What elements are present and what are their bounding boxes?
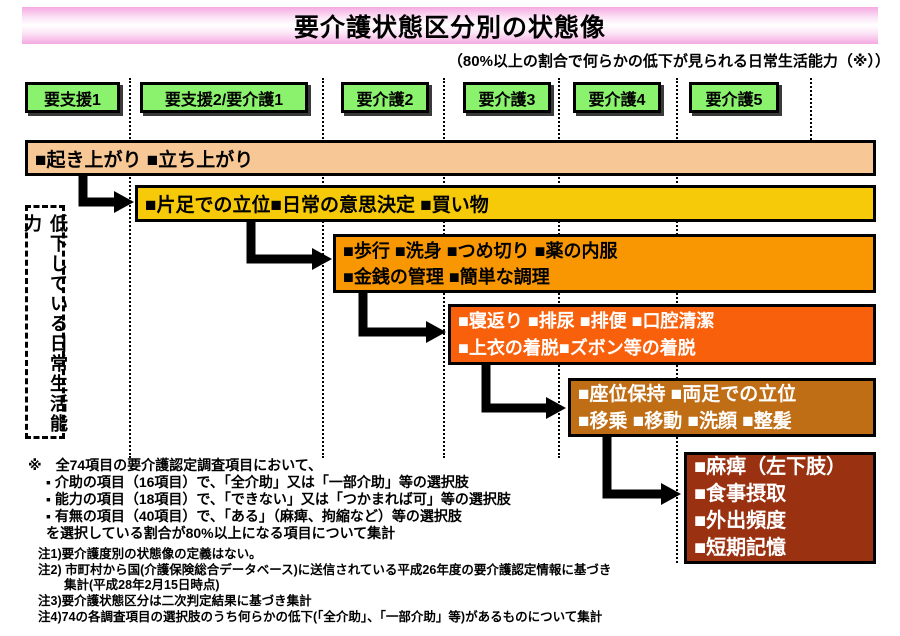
bar-line: ■起き上がり ■立ち上がり	[35, 149, 254, 171]
ability-bar-1: ■起き上がり ■立ち上がり	[25, 140, 876, 176]
bar-line: ■外出頻度	[694, 510, 787, 532]
bar-line: ■短期記憶	[694, 537, 787, 559]
ability-bar-3: ■歩行 ■洗身 ■つめ切り ■薬の内服 ■金銭の管理 ■簡単な調理	[333, 234, 876, 293]
ability-bar-5: ■座位保持 ■両足での立位 ■移乗 ■移動 ■洗顔 ■整髪	[568, 378, 876, 437]
level-label: 要介護3	[478, 91, 536, 109]
column-separator-6	[810, 78, 812, 140]
side-label: 低下している日常生活能力	[22, 214, 68, 434]
note-4: 注4)74の各調査項目の選択肢のうち何らかの低下(「全介助」、「一部介助」等)が…	[38, 610, 603, 624]
note-summary: を選択している割合が80%以上になる項目について集計	[46, 525, 396, 541]
arrowhead-icon	[114, 191, 134, 213]
bar-line: ■寝返り ■排尿 ■排便 ■口腔清潔	[458, 310, 715, 331]
column-separator-1	[129, 78, 131, 458]
note-asterisk: ※ 全74項目の要介護認定調査項目において、	[28, 457, 323, 473]
bar-line: ■金銭の管理 ■簡単な調理	[343, 266, 550, 287]
title-banner: 要介護状態区分別の状態像	[22, 7, 878, 44]
level-box-yoshien2-yokaigo1: 要支援2/要介護1	[140, 82, 308, 113]
flow-arrow-3	[358, 290, 430, 337]
flow-arrow-2	[246, 219, 316, 264]
note-bullet-2: ▪ 能力の項目（18項目）で、「できない」又は「つかまれば可」等の選択肢	[46, 491, 511, 507]
flow-arrow-1	[78, 173, 117, 207]
ability-bar-4: ■寝返り ■排尿 ■排便 ■口腔清潔 ■上衣の着脱■ズボン等の着脱	[448, 304, 876, 365]
level-label: 要介護4	[588, 91, 646, 109]
ability-bar-6: ■麻痺（左下肢） ■食事摂取 ■外出頻度 ■短期記憶	[684, 452, 876, 564]
bar-line: ■座位保持 ■両足での立位	[578, 383, 797, 405]
note-2: 注2) 市町村から国(介護保険総合データベース)に送信されている平成26年度の要…	[38, 563, 612, 577]
note-bullet-1: ▪ 介助の項目（16項目）で、「全介助」又は「一部介助」等の選択肢	[46, 474, 469, 490]
level-box-yokaigo2: 要介護2	[341, 82, 429, 113]
level-box-yokaigo3: 要介護3	[463, 82, 551, 113]
bar-line: ■片足での立位■日常の意思決定 ■買い物	[145, 195, 489, 216]
level-box-yokaigo5: 要介護5	[689, 82, 779, 113]
bar-line: ■歩行 ■洗身 ■つめ切り ■薬の内服	[343, 240, 618, 261]
column-separator-2	[322, 78, 324, 458]
bar-line: ■麻痺（左下肢）	[694, 456, 847, 478]
footnotes: ※ 全74項目の要介護認定調査項目において、 ▪ 介助の項目（16項目）で、「全…	[0, 457, 900, 625]
level-box-yokaigo4: 要介護4	[573, 82, 661, 113]
note-1: 注1)要介護度別の状態像の定義はない。	[38, 547, 262, 561]
bar-line: ■移乗 ■移動 ■洗顔 ■整髪	[578, 410, 792, 432]
bar-line: ■食事摂取	[694, 483, 787, 505]
level-label: 要支援1	[44, 91, 101, 109]
page-title: 要介護状態区分別の状態像	[293, 13, 606, 42]
bar-line: ■上衣の着脱■ズボン等の着脱	[458, 337, 696, 358]
ability-bar-2: ■片足での立位■日常の意思決定 ■買い物	[135, 185, 876, 222]
note-2b: 集計(平成28年2月15日時点)	[64, 578, 220, 592]
flow-arrow-4	[481, 362, 550, 413]
note-bullet-3: ▪ 有無の項目（40項目）で、「ある」（麻痺、拘縮など）等の選択肢	[46, 508, 462, 524]
note-3: 注3)要介護状態区分は二次判定結果に基づき集計	[38, 594, 312, 608]
level-label: 要支援2/要介護1	[164, 91, 284, 109]
side-label-box: 低下している日常生活能力	[22, 205, 68, 439]
level-label: 要介護2	[356, 91, 414, 109]
page-subtitle: （80%以上の割合で何らかの低下が見られる日常生活能力（※））	[447, 53, 890, 70]
level-box-yoshien1: 要支援1	[25, 82, 120, 113]
arrowhead-icon	[546, 397, 566, 419]
level-label: 要介護5	[705, 91, 763, 109]
